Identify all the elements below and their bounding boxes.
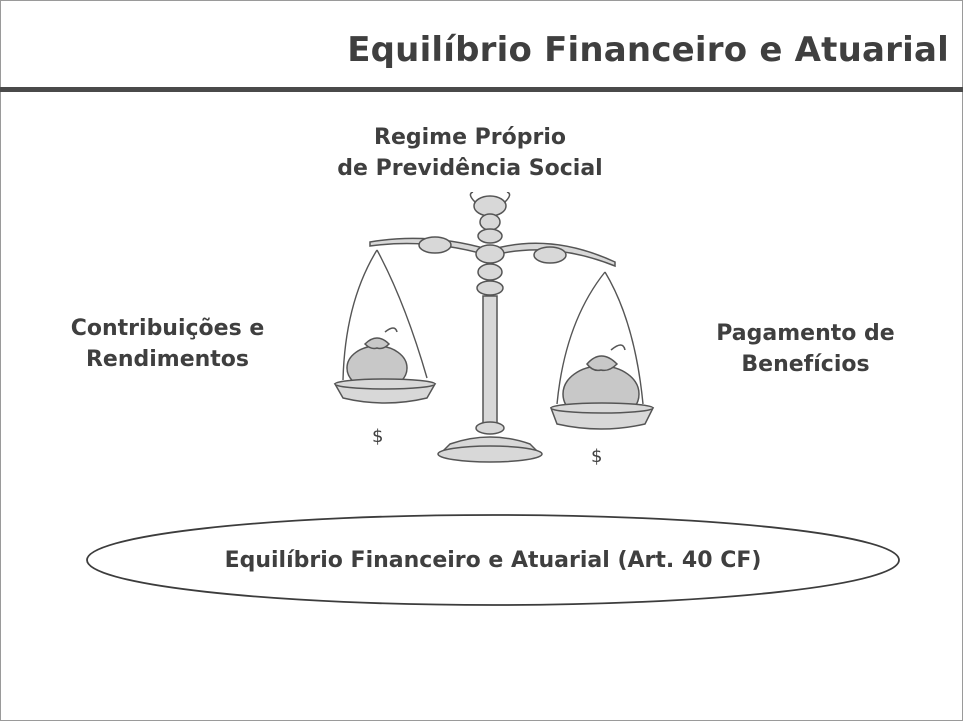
ellipse-label: Equilíbrio Financeiro e Atuarial (Art. 4… [224, 547, 762, 573]
center-label-line2: de Previdência Social [337, 156, 603, 181]
left-label-line1: Contribuições e [70, 316, 265, 341]
right-label: Pagamento de Benefícios [683, 318, 928, 380]
center-label-line1: Regime Próprio [374, 125, 566, 150]
dollar-sign-right: $ [591, 446, 603, 467]
right-label-line1: Pagamento de [716, 321, 895, 346]
right-label-line2: Benefícios [741, 352, 870, 377]
center-label: Regime Próprio de Previdência Social [300, 122, 640, 184]
balance-scale-icon [333, 192, 655, 463]
dollar-sign-left: $ [372, 426, 384, 447]
slide-title: Equilíbrio Financeiro e Atuarial [347, 30, 949, 70]
equilibrium-ellipse [86, 514, 900, 606]
left-label: Contribuições e Rendimentos [40, 313, 295, 375]
header-rule [0, 87, 963, 92]
left-label-line2: Rendimentos [85, 347, 250, 372]
